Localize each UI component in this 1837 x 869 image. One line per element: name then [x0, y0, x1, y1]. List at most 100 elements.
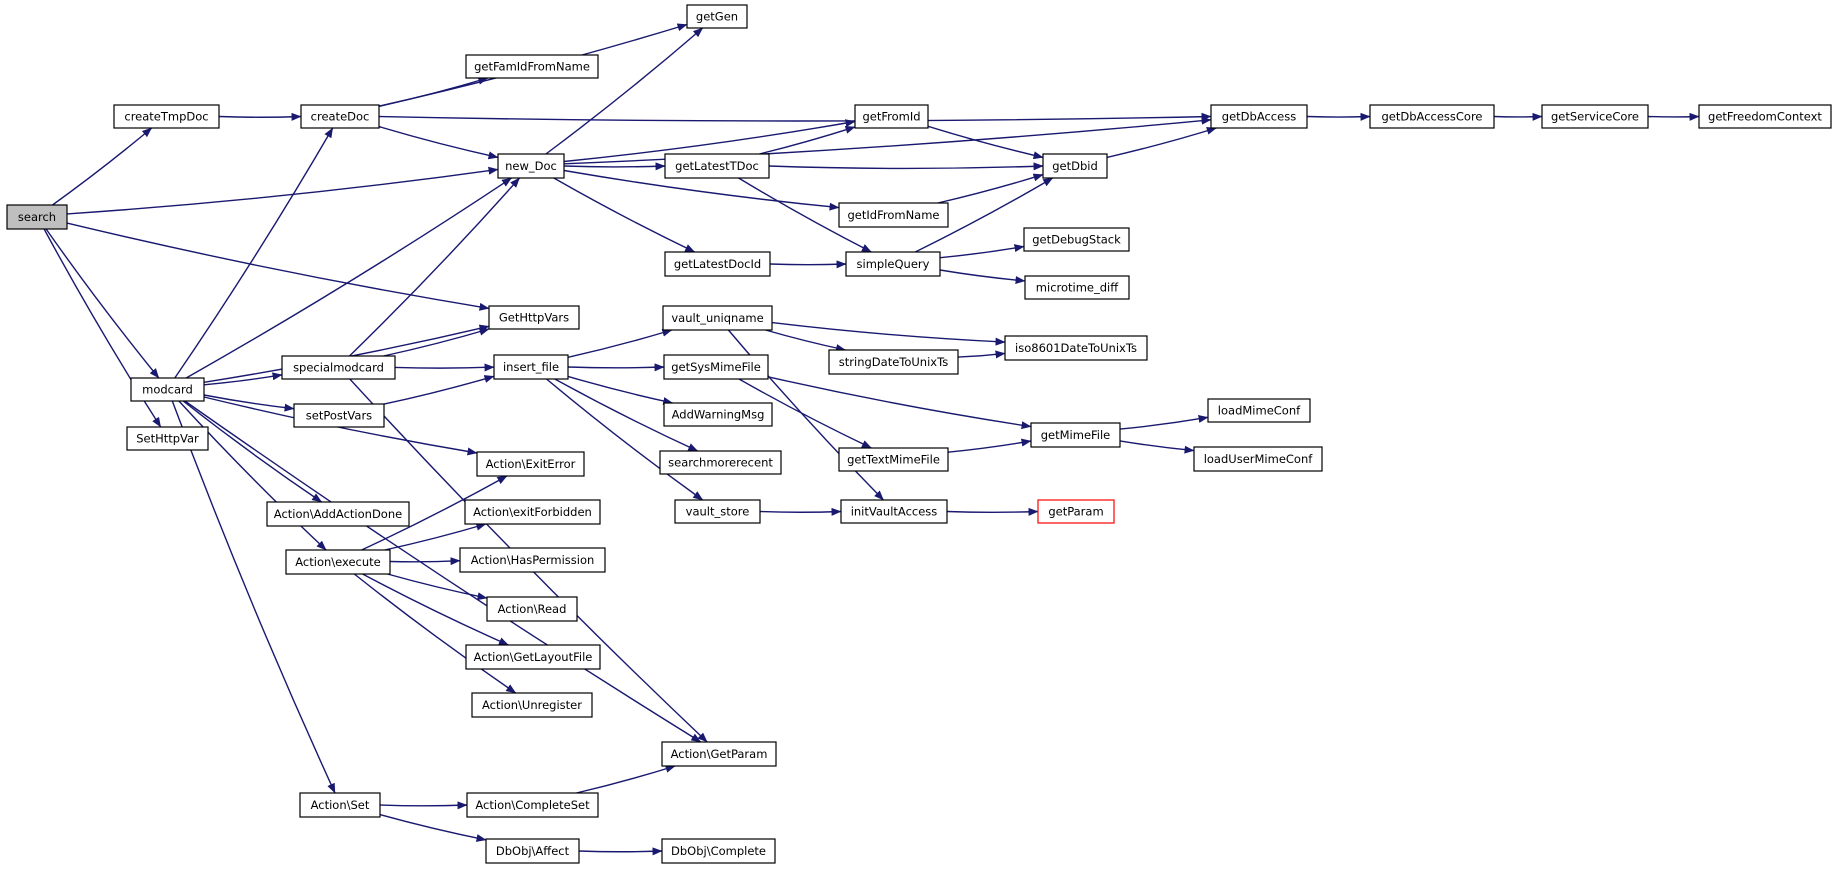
node-getDbid[interactable]: getDbid	[1042, 153, 1108, 179]
node-box-Actionexecute	[285, 549, 391, 575]
node-label-specialmodcard: specialmodcard	[293, 361, 384, 375]
edge-vault_uniqname-to-initVaultAccess	[727, 329, 884, 501]
node-label-stringDateToUnixTs: stringDateToUnixTs	[839, 355, 948, 369]
node-getLatestTDoc[interactable]: getLatestTDoc	[664, 153, 770, 179]
node-box-ActionCompleteSet	[466, 792, 599, 818]
node-label-searchmorerecent: searchmorerecent	[668, 456, 773, 470]
node-label-ActionAddActionDone: Action\AddActionDone	[274, 507, 402, 521]
node-label-getMimeFile: getMimeFile	[1041, 428, 1111, 442]
node-getServiceCore[interactable]: getServiceCore	[1541, 104, 1649, 129]
node-ActionHasPermission[interactable]: Action\HasPermission	[459, 547, 606, 573]
node-box-iso8601DateToUnixTs	[1004, 335, 1148, 361]
node-setPostVars[interactable]: setPostVars	[293, 403, 385, 428]
node-modcard[interactable]: modcard	[130, 377, 205, 402]
edge-DbObjAffect-to-DbObjComplete	[578, 847, 663, 856]
node-box-loadMimeConf	[1207, 398, 1311, 423]
edge-simpleQuery-to-getDbid	[914, 177, 1054, 253]
node-getLatestDocId[interactable]: getLatestDocId	[664, 251, 771, 277]
node-box-ActionexitForbidden	[464, 499, 601, 525]
node-getTextMimeFile[interactable]: getTextMimeFile	[838, 447, 949, 472]
node-box-getDbAccessCore	[1369, 104, 1495, 129]
node-microtime_diff[interactable]: microtime_diff	[1024, 275, 1130, 300]
node-getFromId[interactable]: getFromId	[854, 104, 929, 129]
node-box-getDbid	[1042, 153, 1108, 179]
node-DbObjAffect[interactable]: DbObj\Affect	[485, 838, 580, 864]
node-initVaultAccess[interactable]: initVaultAccess	[840, 499, 948, 524]
node-ActionGetLayoutFile[interactable]: Action\GetLayoutFile	[465, 644, 601, 670]
node-box-loadUserMimeConf	[1193, 446, 1323, 472]
node-box-getDebugStack	[1023, 227, 1130, 252]
nodes-layer: search createTmpDoc createDoc getFamIdFromN…	[6, 4, 1832, 864]
edge-createTmpDoc-to-createDoc	[218, 112, 302, 121]
edge-createDoc-to-new_Doc	[378, 125, 499, 160]
node-label-getFromId: getFromId	[862, 110, 920, 124]
node-getDbAccess[interactable]: getDbAccess	[1210, 104, 1308, 129]
node-getSysMimeFile[interactable]: getSysMimeFile	[663, 354, 769, 380]
node-ActionUnregister[interactable]: Action\Unregister	[471, 692, 593, 718]
node-insert_file[interactable]: insert_file	[493, 354, 569, 380]
node-loadUserMimeConf[interactable]: loadUserMimeConf	[1193, 446, 1323, 472]
edge-new_Doc-to-getDbAccess	[563, 116, 1212, 165]
node-label-simpleQuery: simpleQuery	[857, 257, 930, 271]
edge-insert_file-to-searchmorerecent	[554, 378, 699, 452]
node-vault_store[interactable]: vault_store	[674, 499, 761, 524]
node-ActionRead[interactable]: Action\Read	[486, 596, 578, 622]
node-simpleQuery[interactable]: simpleQuery	[845, 251, 941, 277]
edge-new_Doc-to-getFromId	[563, 119, 856, 163]
node-createTmpDoc[interactable]: createTmpDoc	[113, 104, 220, 129]
node-specialmodcard[interactable]: specialmodcard	[281, 355, 396, 380]
node-AddWarningMsg[interactable]: AddWarningMsg	[663, 402, 773, 427]
edge-simpleQuery-to-getDebugStack	[939, 244, 1025, 259]
node-DbObjComplete[interactable]: DbObj\Complete	[661, 838, 776, 864]
edge-getDbid-to-getDbAccess	[1106, 126, 1217, 159]
edge-new_Doc-to-getLatestDocId	[553, 177, 696, 253]
node-ActionCompleteSet[interactable]: Action\CompleteSet	[466, 792, 599, 818]
node-box-createTmpDoc	[113, 104, 220, 129]
node-search[interactable]: search	[6, 204, 68, 230]
node-box-AddWarningMsg	[663, 402, 773, 427]
node-getDbAccessCore[interactable]: getDbAccessCore	[1369, 104, 1495, 129]
node-label-getLatestTDoc: getLatestTDoc	[675, 159, 759, 173]
edge-getSysMimeFile-to-getMimeFile	[767, 376, 1032, 430]
edge-new_Doc-to-getGen	[545, 27, 704, 155]
edge-vault_uniqname-to-stringDateToUnixTs	[765, 329, 846, 352]
edge-search-to-new_Doc	[66, 166, 499, 215]
node-getParam[interactable]: getParam	[1037, 499, 1115, 524]
node-getGen[interactable]: getGen	[686, 4, 748, 29]
node-ActionexitForbidden[interactable]: Action\exitForbidden	[464, 499, 601, 525]
node-box-setPostVars	[293, 403, 385, 428]
node-label-Actionexecute: Action\execute	[295, 555, 381, 569]
node-GetHttpVars[interactable]: GetHttpVars	[488, 305, 580, 330]
node-label-getDbAccessCore: getDbAccessCore	[1381, 110, 1482, 124]
node-box-simpleQuery	[845, 251, 941, 277]
node-searchmorerecent[interactable]: searchmorerecent	[659, 450, 782, 475]
node-ActionGetParam[interactable]: Action\GetParam	[661, 741, 777, 767]
node-SetHttpVar[interactable]: SetHttpVar	[126, 426, 209, 451]
node-stringDateToUnixTs[interactable]: stringDateToUnixTs	[828, 349, 959, 375]
edge-Actionexecute-to-ActionGetLayoutFile	[362, 573, 509, 646]
node-getFreedomContext[interactable]: getFreedomContext	[1698, 104, 1832, 129]
node-loadMimeConf[interactable]: loadMimeConf	[1207, 398, 1311, 423]
node-getIdFromName[interactable]: getIdFromName	[838, 202, 949, 228]
node-ActionAddActionDone[interactable]: Action\AddActionDone	[266, 501, 410, 527]
node-Actionexecute[interactable]: Action\execute	[285, 549, 391, 575]
edge-vault_uniqname-to-iso8601DateToUnixTs	[771, 321, 1006, 346]
node-box-ActionExitError	[476, 451, 585, 477]
node-ActionExitError[interactable]: Action\ExitError	[476, 451, 585, 477]
node-createDoc[interactable]: createDoc	[300, 104, 380, 129]
node-getFamIdFromName[interactable]: getFamIdFromName	[465, 54, 599, 79]
node-getDebugStack[interactable]: getDebugStack	[1023, 227, 1130, 252]
node-label-getDbid: getDbid	[1052, 159, 1098, 173]
node-label-DbObjComplete: DbObj\Complete	[671, 844, 766, 858]
node-label-getSysMimeFile: getSysMimeFile	[671, 360, 761, 374]
node-label-getFamIdFromName: getFamIdFromName	[474, 60, 590, 74]
node-new_Doc[interactable]: new_Doc	[497, 153, 565, 179]
node-box-DbObjAffect	[485, 838, 580, 864]
edge-Actionexecute-to-ActionRead	[387, 573, 488, 601]
node-box-createDoc	[300, 104, 380, 129]
node-vault_uniqname[interactable]: vault_uniqname	[662, 305, 773, 331]
node-box-GetHttpVars	[488, 305, 580, 330]
node-getMimeFile[interactable]: getMimeFile	[1030, 422, 1121, 448]
node-iso8601DateToUnixTs[interactable]: iso8601DateToUnixTs	[1004, 335, 1148, 361]
node-ActionSet[interactable]: Action\Set	[299, 792, 381, 818]
